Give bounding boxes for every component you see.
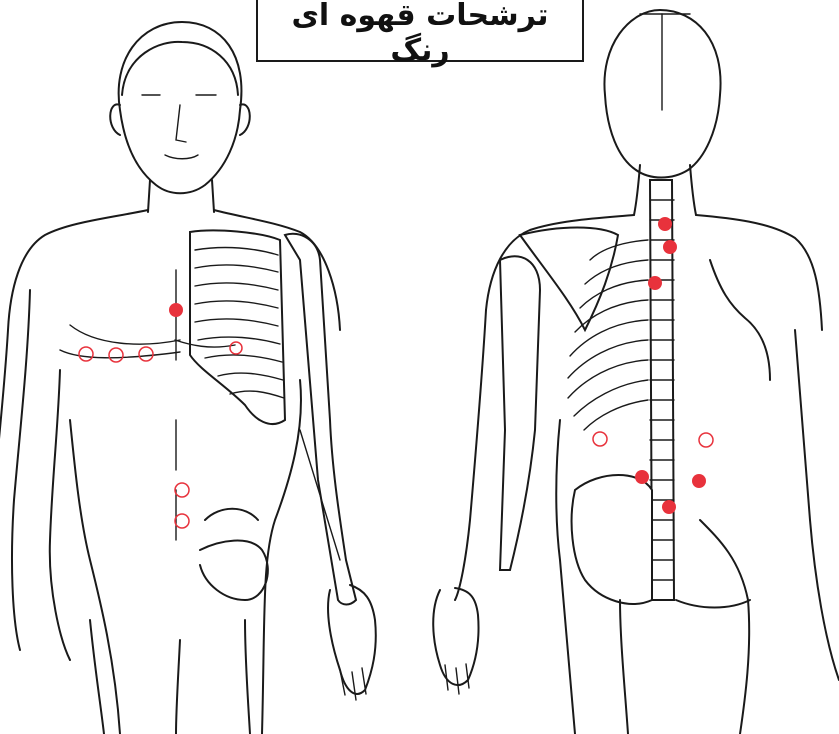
- back-filled-point: [692, 474, 706, 488]
- front-open-point: [79, 347, 93, 361]
- back-filled-point: [662, 500, 676, 514]
- back-filled-point: [648, 276, 662, 290]
- front-open-point: [175, 514, 189, 528]
- front-open-point: [109, 348, 123, 362]
- front-open-point: [175, 483, 189, 497]
- back-filled-point: [663, 240, 677, 254]
- back-open-point: [699, 433, 713, 447]
- front-filled-point: [169, 303, 183, 317]
- front-body-figure: [0, 22, 376, 734]
- back-body-figure: [433, 10, 839, 734]
- front-open-point: [139, 347, 153, 361]
- back-open-point: [593, 432, 607, 446]
- back-filled-point: [635, 470, 649, 484]
- back-filled-point: [658, 217, 672, 231]
